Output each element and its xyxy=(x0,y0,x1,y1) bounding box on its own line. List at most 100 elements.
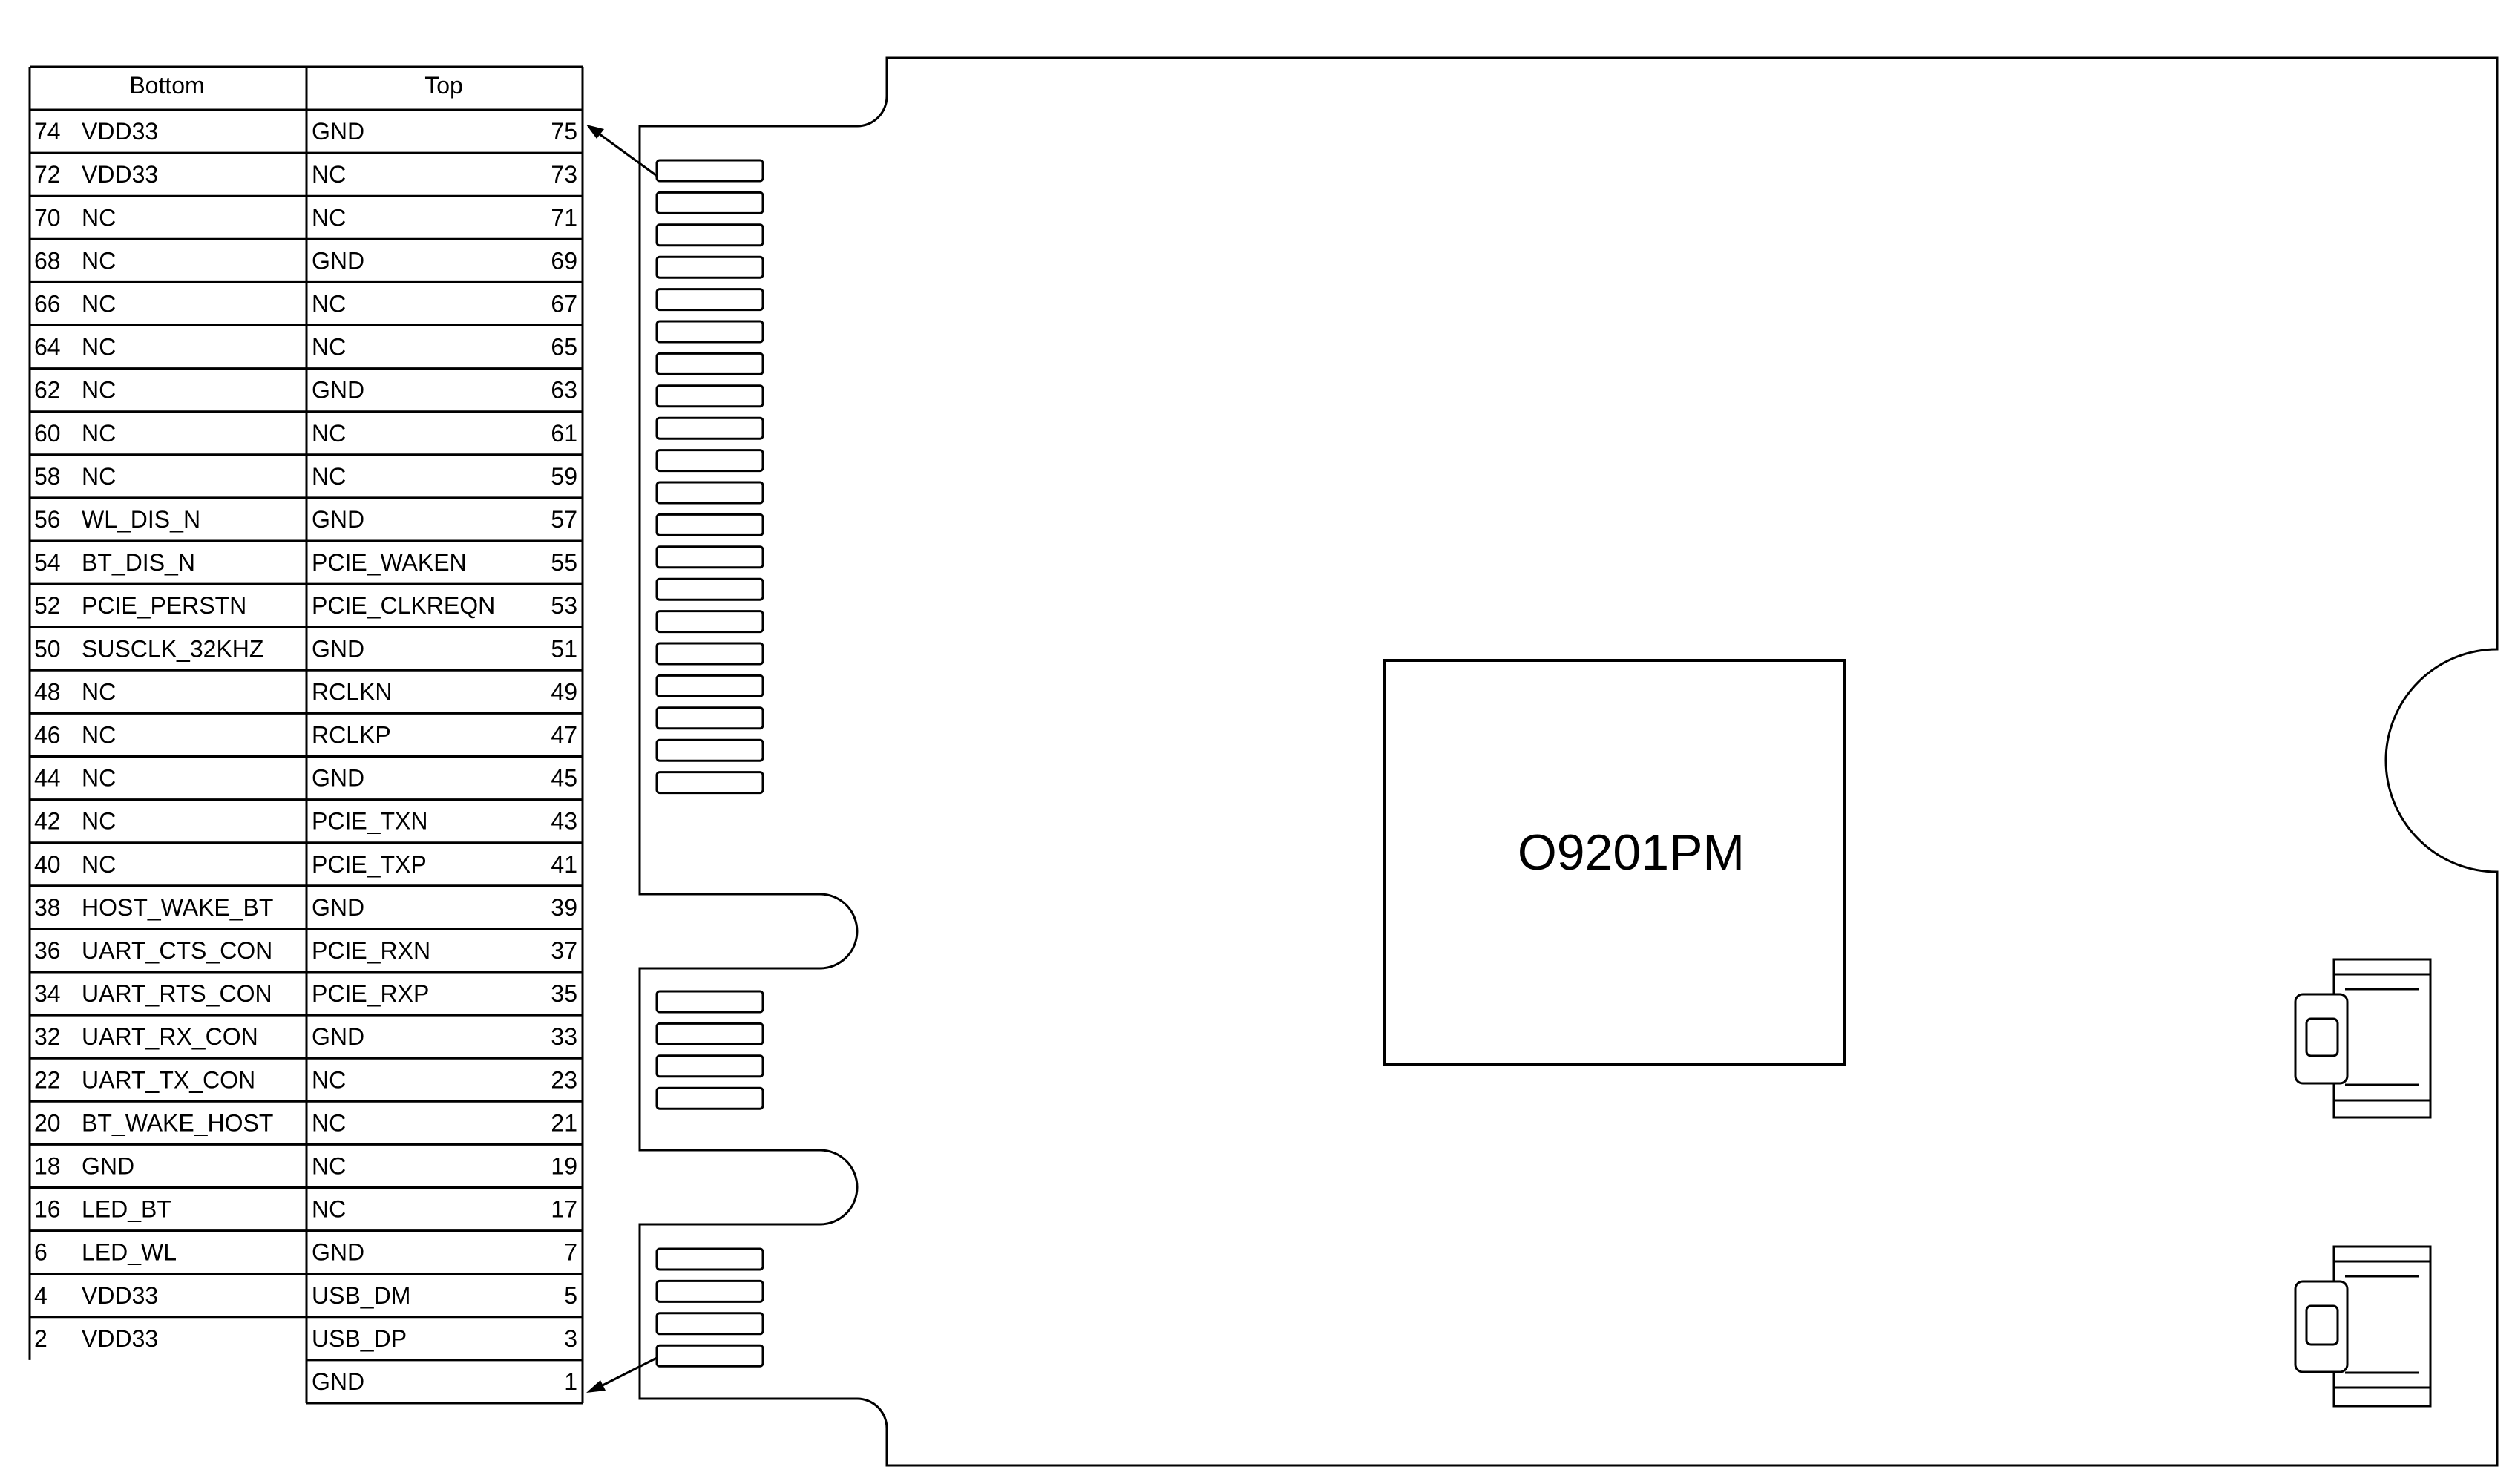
top-signal: PCIE_TXP xyxy=(312,851,427,878)
contact-pad xyxy=(655,416,764,440)
top-signal: PCIE_RXP xyxy=(312,980,429,1007)
bottom-signal: VDD33 xyxy=(82,118,158,145)
top-signal: PCIE_TXN xyxy=(312,808,427,835)
contact-pad xyxy=(655,223,764,247)
contact-pads xyxy=(655,159,764,1368)
contact-pad xyxy=(655,255,764,279)
top-pin-number: 59 xyxy=(551,463,577,490)
top-signal: USB_DP xyxy=(312,1325,407,1352)
chip-label: O9201PM xyxy=(1518,824,1745,881)
top-pin-number: 73 xyxy=(551,161,577,188)
top-pin-number: 5 xyxy=(564,1282,577,1309)
contact-pad xyxy=(655,706,764,730)
contact-pad xyxy=(655,771,764,795)
bottom-pin-number: 74 xyxy=(34,118,61,145)
contact-pad xyxy=(655,159,764,183)
top-signal: GND xyxy=(312,506,364,533)
top-signal: GND xyxy=(312,894,364,921)
bottom-signal: UART_RTS_CON xyxy=(82,980,272,1007)
top-pin-number: 23 xyxy=(551,1066,577,1093)
bottom-signal: UART_TX_CON xyxy=(82,1066,255,1093)
top-pin-number: 1 xyxy=(564,1368,577,1395)
bottom-signal: NC xyxy=(82,420,116,447)
bottom-pin-number: 34 xyxy=(34,980,61,1007)
bottom-signal: VDD33 xyxy=(82,161,158,188)
top-pin-number: 69 xyxy=(551,247,577,274)
arrow-head-pin-1 xyxy=(586,1380,606,1393)
bottom-signal: NC xyxy=(82,721,116,748)
top-signal: NC xyxy=(312,1196,346,1223)
top-signal: NC xyxy=(312,204,346,231)
bottom-pin-number: 56 xyxy=(34,506,61,533)
arrow-line-pin-1 xyxy=(593,1356,658,1391)
table-row: GND 1 xyxy=(312,1368,577,1395)
top-signal: PCIE_RXN xyxy=(312,937,430,964)
top-pin-number: 33 xyxy=(551,1023,577,1050)
top-signal: GND xyxy=(312,1368,364,1395)
bottom-signal: NC xyxy=(82,851,116,878)
bottom-pin-number: 68 xyxy=(34,247,61,274)
top-signal: USB_DM xyxy=(312,1282,410,1309)
bottom-pin-number: 46 xyxy=(34,721,61,748)
top-signal: NC xyxy=(312,334,346,361)
arrow-head-pin-75 xyxy=(586,125,604,139)
contact-pad xyxy=(655,513,764,536)
top-signal: GND xyxy=(312,247,364,274)
top-pin-number: 35 xyxy=(551,980,577,1007)
bottom-signal: NC xyxy=(82,808,116,835)
bottom-signal: HOST_WAKE_BT xyxy=(82,894,273,921)
contact-pad xyxy=(655,449,764,473)
top-pin-number: 45 xyxy=(551,765,577,792)
contact-pad xyxy=(655,738,764,762)
top-signal: NC xyxy=(312,420,346,447)
bottom-signal: UART_RX_CON xyxy=(82,1023,258,1050)
bottom-pin-number: 38 xyxy=(34,894,61,921)
contact-pad xyxy=(655,1344,764,1368)
bottom-pin-number: 50 xyxy=(34,635,61,662)
contact-pad xyxy=(655,545,764,569)
contact-pad xyxy=(655,1312,764,1336)
top-pin-number: 7 xyxy=(564,1239,577,1266)
chip-body xyxy=(1383,659,1846,1066)
contact-pad xyxy=(655,1054,764,1078)
top-pin-number: 51 xyxy=(551,635,577,662)
top-pin-number: 39 xyxy=(551,894,577,921)
bottom-pin-number: 44 xyxy=(34,765,61,792)
top-pin-number: 55 xyxy=(551,549,577,576)
table-row: 38 HOST_WAKE_BT GND 39 xyxy=(34,894,577,921)
bottom-pin-number: 36 xyxy=(34,937,61,964)
bottom-pin-number: 72 xyxy=(34,161,61,188)
bottom-pin-number: 16 xyxy=(34,1196,61,1223)
bottom-pin-number: 42 xyxy=(34,808,61,835)
top-pin-number: 53 xyxy=(551,592,577,619)
table-row: 34 UART_RTS_CON PCIE_RXP 35 xyxy=(34,980,577,1007)
top-pin-number: 49 xyxy=(551,678,577,705)
bottom-pin-number: 52 xyxy=(34,592,61,619)
bottom-signal: BT_WAKE_HOST xyxy=(82,1109,273,1136)
top-signal: GND xyxy=(312,635,364,662)
bottom-signal: LED_WL xyxy=(82,1239,177,1266)
bottom-signal: VDD33 xyxy=(82,1282,158,1309)
bottom-signal: VDD33 xyxy=(82,1325,158,1352)
top-signal: PCIE_WAKEN xyxy=(312,549,467,576)
top-pin-number: 71 xyxy=(551,204,577,231)
